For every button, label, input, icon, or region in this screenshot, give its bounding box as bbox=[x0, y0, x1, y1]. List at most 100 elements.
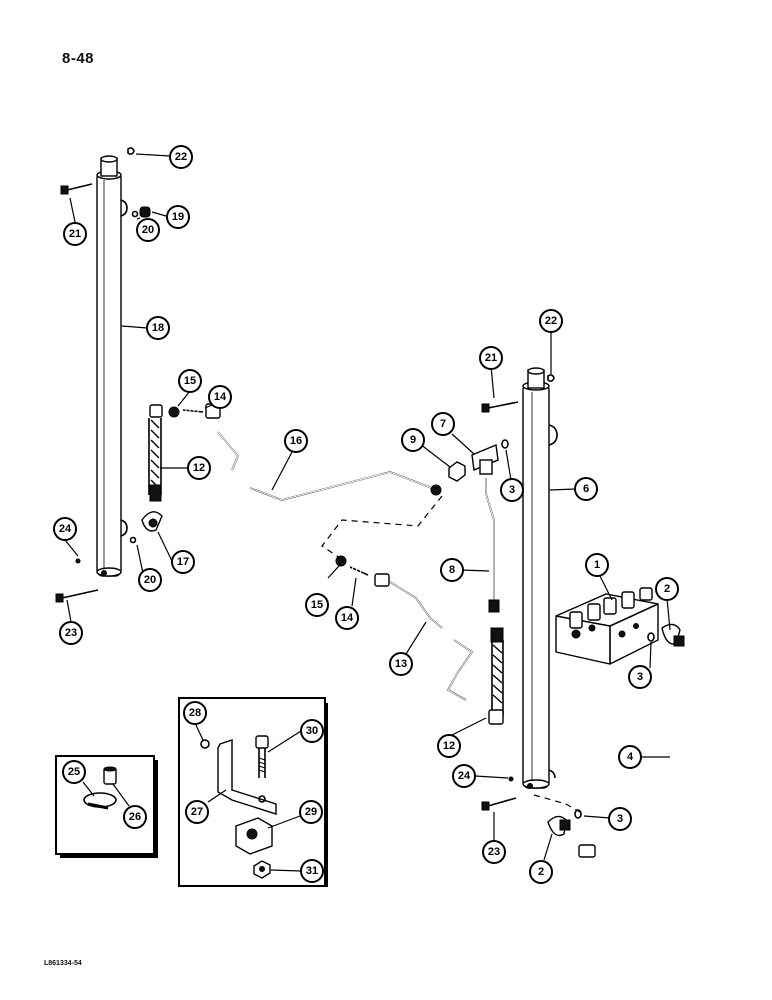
svg-text:3: 3 bbox=[617, 813, 623, 825]
bolt-30 bbox=[255, 735, 269, 778]
cotter-pin-24-right bbox=[508, 776, 514, 782]
svg-text:24: 24 bbox=[458, 770, 471, 782]
svg-text:21: 21 bbox=[485, 352, 497, 364]
callout-4[interactable]: 4 bbox=[618, 745, 642, 769]
bracket-27 bbox=[217, 739, 277, 815]
drawing-code: L861334-54 bbox=[44, 960, 82, 967]
washer-3-lower bbox=[574, 809, 582, 819]
callout-2-upper[interactable]: 2 bbox=[655, 577, 679, 601]
callout-13[interactable]: 13 bbox=[389, 652, 413, 676]
washer-3-valve bbox=[647, 632, 655, 642]
callout-14-right[interactable]: 14 bbox=[335, 606, 359, 630]
callout-12-left[interactable]: 12 bbox=[187, 456, 211, 480]
routing-line-upper bbox=[321, 495, 443, 559]
elbow-2-upper bbox=[661, 623, 685, 647]
snap-ring-22-right bbox=[547, 374, 555, 382]
callout-21-top-left[interactable]: 21 bbox=[63, 222, 87, 246]
svg-text:1: 1 bbox=[594, 559, 600, 571]
callout-23-left[interactable]: 23 bbox=[59, 621, 83, 645]
elbow-17 bbox=[141, 511, 163, 532]
svg-text:17: 17 bbox=[177, 556, 189, 568]
elbow-2-lower bbox=[547, 815, 571, 837]
svg-text:30: 30 bbox=[306, 725, 318, 737]
callout-23-right[interactable]: 23 bbox=[482, 840, 506, 864]
callout-17[interactable]: 17 bbox=[171, 550, 195, 574]
callout-24-right[interactable]: 24 bbox=[452, 764, 476, 788]
callout-19[interactable]: 19 bbox=[166, 205, 190, 229]
left-cylinder-pin bbox=[60, 183, 93, 195]
svg-text:16: 16 bbox=[290, 435, 302, 447]
callout-3-lower[interactable]: 3 bbox=[608, 807, 632, 831]
callout-21-right[interactable]: 21 bbox=[479, 346, 503, 370]
svg-text:22: 22 bbox=[175, 151, 187, 163]
svg-text:13: 13 bbox=[395, 658, 407, 670]
tube-8 bbox=[485, 478, 500, 613]
svg-text:25: 25 bbox=[68, 766, 80, 778]
svg-text:6: 6 bbox=[583, 483, 589, 495]
svg-text:21: 21 bbox=[69, 228, 81, 240]
callout-18[interactable]: 18 bbox=[146, 316, 170, 340]
snap-ring-22-top-left bbox=[127, 147, 135, 155]
callout-29[interactable]: 29 bbox=[299, 800, 323, 824]
o-ring-20-lower-left bbox=[129, 536, 137, 544]
callout-20-lower-left[interactable]: 20 bbox=[138, 568, 162, 592]
callout-24-left[interactable]: 24 bbox=[53, 517, 77, 541]
tube-13 bbox=[389, 581, 474, 701]
svg-text:8: 8 bbox=[449, 564, 455, 576]
callout-22-right[interactable]: 22 bbox=[539, 309, 563, 333]
right-hose-12 bbox=[488, 627, 504, 725]
callout-27[interactable]: 27 bbox=[185, 800, 209, 824]
svg-text:15: 15 bbox=[184, 375, 196, 387]
svg-text:24: 24 bbox=[59, 523, 72, 535]
callout-25[interactable]: 25 bbox=[62, 760, 86, 784]
callout-1[interactable]: 1 bbox=[585, 553, 609, 577]
svg-text:28: 28 bbox=[189, 707, 201, 719]
svg-text:12: 12 bbox=[443, 740, 455, 752]
svg-text:15: 15 bbox=[311, 599, 323, 611]
callout-2-lower[interactable]: 2 bbox=[529, 860, 553, 884]
callout-3-valve[interactable]: 3 bbox=[628, 665, 652, 689]
svg-text:14: 14 bbox=[214, 391, 227, 403]
nut-9 bbox=[448, 461, 466, 482]
callout-15-right[interactable]: 15 bbox=[305, 593, 329, 617]
svg-text:22: 22 bbox=[545, 315, 557, 327]
svg-text:3: 3 bbox=[509, 484, 515, 496]
insert-26 bbox=[103, 766, 117, 785]
cotter-pin-24-left bbox=[75, 558, 81, 564]
hose-4 bbox=[578, 648, 681, 858]
callout-20-top-left[interactable]: 20 bbox=[136, 218, 160, 242]
callout-7[interactable]: 7 bbox=[431, 412, 455, 436]
o-ring-20-left bbox=[131, 210, 139, 218]
svg-text:20: 20 bbox=[144, 574, 156, 586]
tube-16 bbox=[217, 431, 433, 501]
callout-15-left[interactable]: 15 bbox=[178, 369, 202, 393]
callout-16[interactable]: 16 bbox=[284, 429, 308, 453]
svg-text:23: 23 bbox=[488, 846, 500, 858]
svg-text:3: 3 bbox=[637, 671, 643, 683]
connector-14-right bbox=[349, 563, 390, 587]
callout-3-upper[interactable]: 3 bbox=[500, 478, 524, 502]
right-cylinder-upper-pin bbox=[481, 401, 519, 413]
callout-9[interactable]: 9 bbox=[401, 428, 425, 452]
page-number: 8-48 bbox=[62, 50, 95, 67]
svg-text:12: 12 bbox=[193, 462, 205, 474]
control-valve-1 bbox=[555, 587, 659, 665]
callout-14-left[interactable]: 14 bbox=[208, 385, 232, 409]
svg-text:18: 18 bbox=[152, 322, 164, 334]
callout-28[interactable]: 28 bbox=[183, 701, 207, 725]
right-cylinder bbox=[522, 367, 558, 789]
callout-6[interactable]: 6 bbox=[574, 477, 598, 501]
callout-22-top[interactable]: 22 bbox=[169, 145, 193, 169]
o-ring-15-left bbox=[168, 406, 180, 418]
leader-lines bbox=[64, 153, 671, 872]
left-hose-12 bbox=[148, 404, 163, 502]
left-cylinder-lower-pin bbox=[55, 589, 99, 603]
callout-26[interactable]: 26 bbox=[123, 805, 147, 829]
callout-8[interactable]: 8 bbox=[440, 558, 464, 582]
tee-fitting-7 bbox=[471, 444, 499, 475]
callout-30[interactable]: 30 bbox=[300, 719, 324, 743]
callout-31[interactable]: 31 bbox=[300, 859, 324, 883]
callout-12-right[interactable]: 12 bbox=[437, 734, 461, 758]
routing-line-lower bbox=[533, 794, 581, 813]
